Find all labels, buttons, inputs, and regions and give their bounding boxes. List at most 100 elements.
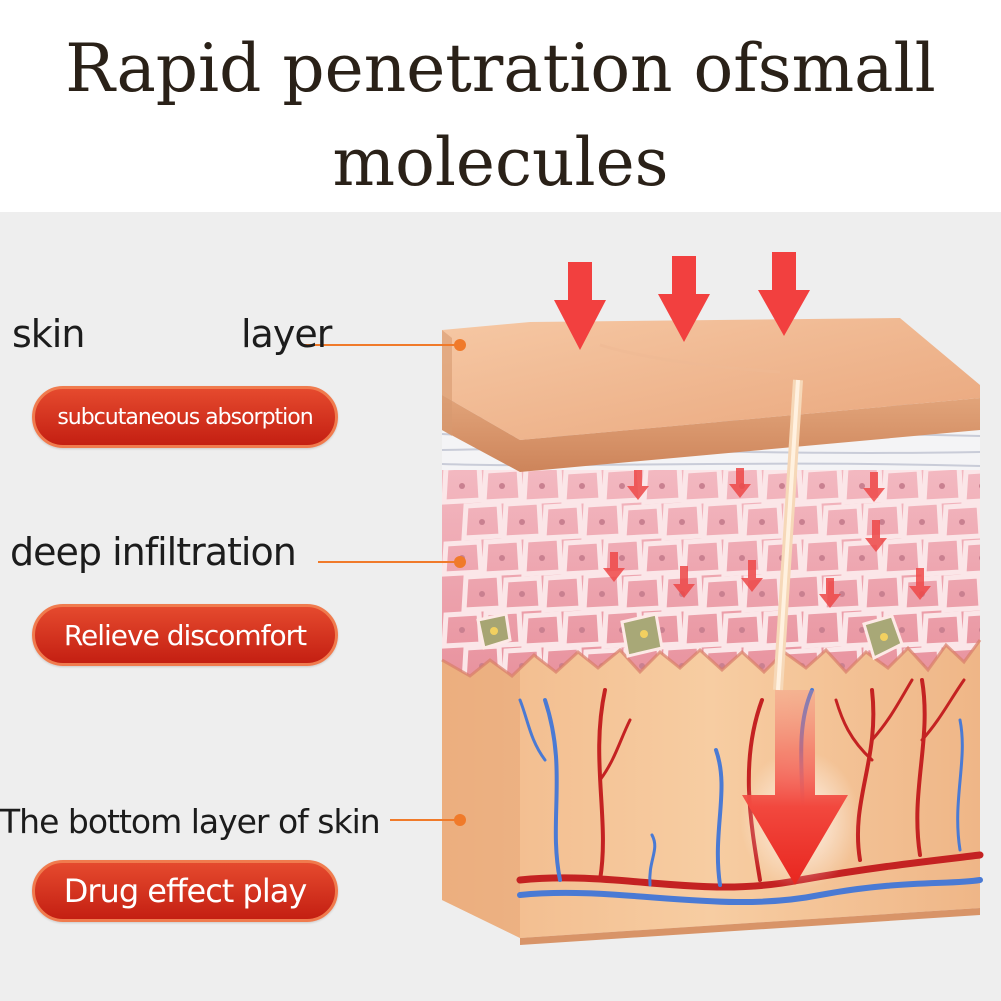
cell-nucleus bbox=[619, 555, 625, 561]
skin-cell bbox=[561, 467, 604, 505]
top-arrows bbox=[554, 252, 810, 350]
skin-cell bbox=[821, 503, 864, 541]
skin-cell bbox=[681, 537, 724, 577]
skin-cell bbox=[481, 537, 524, 577]
skin-cell bbox=[601, 536, 644, 577]
skin-cell bbox=[941, 573, 980, 613]
skin-cell bbox=[961, 538, 980, 577]
small-arrows bbox=[603, 468, 931, 608]
cell-nucleus bbox=[919, 519, 925, 525]
cell-nucleus bbox=[579, 483, 585, 489]
skin-cell bbox=[801, 536, 844, 577]
cell-nucleus bbox=[519, 519, 525, 525]
skin-cell bbox=[984, 503, 1001, 538]
cell-nucleus bbox=[819, 483, 825, 489]
cell-nucleus bbox=[759, 519, 765, 525]
skin-cell bbox=[721, 535, 764, 577]
cell-nucleus bbox=[539, 483, 545, 489]
pointer-lines bbox=[302, 344, 458, 821]
pill-drug-effect-play: Drug effect play bbox=[32, 860, 338, 922]
infiltrated-cells bbox=[476, 612, 904, 661]
cell-nucleus bbox=[499, 483, 505, 489]
skin-cell bbox=[442, 539, 484, 577]
cell-nucleus bbox=[839, 591, 845, 597]
cell-nucleus bbox=[699, 483, 705, 489]
skin-cell bbox=[561, 538, 604, 577]
cell-nucleus bbox=[939, 555, 945, 561]
cell-nucleus bbox=[639, 591, 645, 597]
title-band: Rapid penetration ofsmall molecules bbox=[0, 0, 1001, 212]
cell-nucleus bbox=[879, 519, 885, 525]
cell-nucleus bbox=[779, 483, 785, 489]
cell-nucleus bbox=[959, 519, 965, 525]
skin-cell bbox=[521, 535, 564, 577]
cell-nucleus bbox=[539, 555, 545, 561]
label-bottom-layer: The bottom layer of skin bbox=[0, 802, 381, 841]
skin-cell bbox=[461, 572, 504, 613]
cell-nucleus bbox=[899, 627, 905, 633]
top-arrow-2 bbox=[658, 256, 710, 342]
cell-nucleus bbox=[559, 591, 565, 597]
pill-subcutaneous-absorption: subcutaneous absorption bbox=[32, 386, 338, 448]
skin-cell bbox=[581, 500, 624, 541]
skin-cell bbox=[541, 573, 584, 613]
skin-cell bbox=[681, 608, 724, 649]
cell-nucleus bbox=[799, 591, 805, 597]
cell-nucleus bbox=[959, 591, 965, 597]
blood-vessels bbox=[516, 678, 984, 906]
skin-cell bbox=[581, 571, 624, 613]
cell-nucleus bbox=[579, 627, 585, 633]
cell-nucleus bbox=[659, 555, 665, 561]
cell-nucleus bbox=[599, 591, 605, 597]
cell-nucleus bbox=[979, 483, 980, 489]
skin-cell bbox=[841, 539, 884, 577]
cell-nucleus bbox=[719, 591, 725, 597]
cell-nucleus bbox=[899, 555, 905, 561]
label-skin: skin bbox=[12, 312, 85, 356]
cell-nucleus bbox=[539, 627, 545, 633]
cell-nucleus bbox=[859, 555, 865, 561]
skin-cell bbox=[861, 572, 904, 613]
skin-cell bbox=[921, 535, 964, 577]
cell-nucleus bbox=[679, 519, 685, 525]
pointer-dot-bottom bbox=[454, 814, 466, 826]
skin-cell bbox=[901, 575, 944, 613]
cell-nucleus bbox=[739, 627, 745, 633]
label-deep-infiltration: deep infiltration bbox=[10, 530, 297, 574]
cell-nucleus bbox=[899, 483, 905, 489]
cell-nucleus bbox=[619, 483, 625, 489]
cell-nucleus bbox=[459, 483, 465, 489]
skin-cell bbox=[501, 499, 544, 541]
skin-cell bbox=[984, 650, 1001, 682]
skin-cell bbox=[941, 502, 980, 541]
cell-nucleus bbox=[819, 627, 825, 633]
cell-nucleus bbox=[699, 627, 705, 633]
skin-cell bbox=[521, 611, 564, 649]
cell-nucleus bbox=[739, 555, 745, 561]
cell-nucleus bbox=[939, 627, 945, 633]
cell-nucleus bbox=[719, 519, 725, 525]
cell-nucleus bbox=[479, 591, 485, 597]
skin-cell bbox=[961, 467, 980, 505]
page-title-line-1: Rapid penetration ofsmall bbox=[65, 30, 936, 107]
top-arrow-1 bbox=[554, 262, 606, 350]
skin-cell bbox=[984, 574, 1001, 610]
cell-nucleus bbox=[459, 627, 465, 633]
cell-nucleus bbox=[599, 519, 605, 525]
skin-cell bbox=[901, 499, 944, 541]
cell-nucleus bbox=[939, 483, 945, 489]
cell-nucleus bbox=[819, 555, 825, 561]
skin-cell bbox=[801, 607, 844, 649]
skin-cell bbox=[761, 609, 804, 649]
cell-nucleus bbox=[839, 519, 845, 525]
skin-cell bbox=[621, 574, 664, 613]
skin-cell bbox=[701, 499, 744, 541]
cell-nucleus bbox=[519, 591, 525, 597]
skin-cell bbox=[442, 610, 484, 649]
cell-nucleus bbox=[879, 591, 885, 597]
skin-cell bbox=[921, 611, 964, 649]
cell-nucleus bbox=[859, 483, 865, 489]
skin-cell bbox=[861, 501, 904, 541]
skin-cell bbox=[461, 501, 504, 541]
skin-cell bbox=[501, 575, 544, 613]
